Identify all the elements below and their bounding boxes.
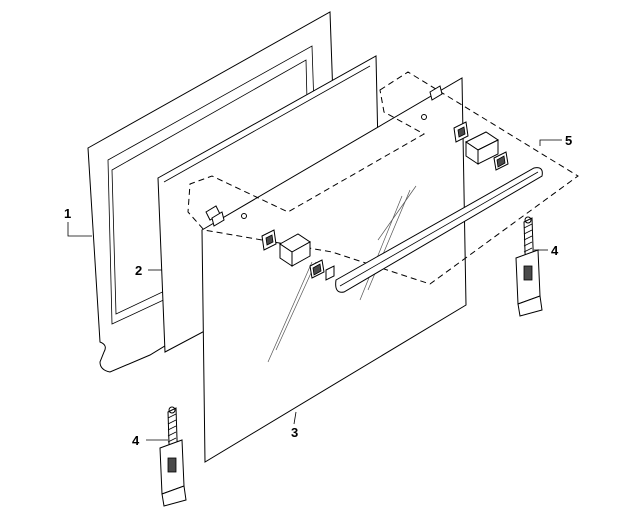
hinge-left — [159, 406, 187, 507]
handle-assembly-outline — [187, 71, 579, 285]
callout-4-right: 4 — [551, 243, 559, 258]
handle-brackets — [261, 121, 509, 281]
callout-3: 3 — [291, 425, 298, 440]
panel-clips — [205, 85, 443, 227]
callout-1: 1 — [64, 206, 71, 221]
hinge-right — [515, 216, 543, 317]
callout-labels: 1 2 3 4 4 5 — [64, 133, 572, 448]
callout-4-left: 4 — [132, 433, 140, 448]
leader-lines — [67, 139, 562, 441]
door-handle-bar — [335, 167, 543, 293]
callout-2: 2 — [135, 263, 142, 278]
callout-5: 5 — [565, 133, 572, 148]
